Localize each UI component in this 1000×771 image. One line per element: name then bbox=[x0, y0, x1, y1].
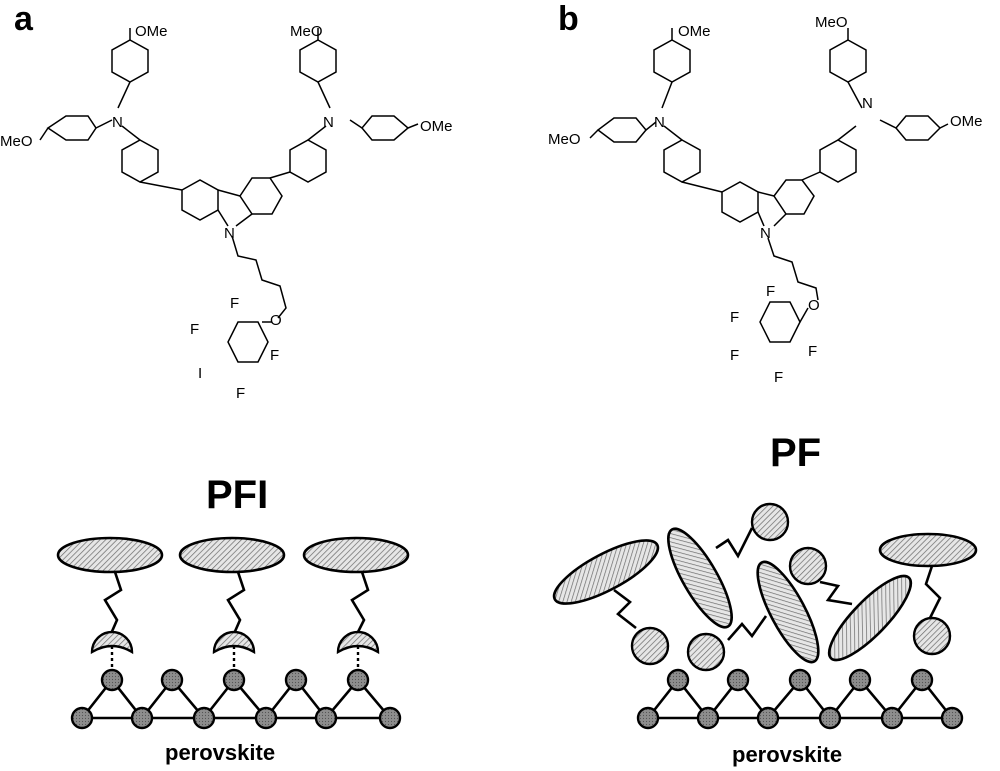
ring-substituent-5: I bbox=[198, 365, 202, 382]
methoxy-left: MeO bbox=[0, 133, 33, 150]
ring-f-4-b: F bbox=[730, 347, 739, 364]
fluorinated-head-1 bbox=[630, 626, 670, 666]
amine-n-left: N bbox=[112, 114, 123, 131]
molecule-name-b: PF bbox=[770, 431, 821, 475]
core-tilted-1 bbox=[552, 539, 660, 605]
hole-transport-core-1 bbox=[56, 536, 164, 574]
perovskite-lattice-a bbox=[70, 668, 402, 730]
hole-transport-core-2 bbox=[178, 536, 286, 574]
fluorinated-head-5 bbox=[912, 616, 952, 656]
linker-b5 bbox=[924, 565, 942, 619]
disordered-layer bbox=[552, 502, 978, 672]
methoxy-top-left-b: OMe bbox=[678, 23, 711, 40]
ether-o: O bbox=[270, 312, 282, 329]
ring-substituent-1: F bbox=[230, 295, 239, 312]
core-tilted-2 bbox=[667, 527, 733, 629]
carbazole-n: N bbox=[224, 225, 235, 242]
linker-b4 bbox=[819, 580, 853, 606]
perovskite-lattice-b bbox=[636, 668, 964, 730]
structure-pf bbox=[589, 28, 949, 343]
methoxy-top-right-b: MeO bbox=[815, 14, 848, 31]
methoxy-left-b: MeO bbox=[548, 131, 581, 148]
fluorinated-head-4 bbox=[788, 546, 828, 586]
core-flat bbox=[878, 532, 978, 568]
fluorinated-head-2 bbox=[686, 632, 726, 672]
core-tilted-3 bbox=[756, 560, 820, 664]
structure-pfi bbox=[39, 28, 419, 363]
ring-substituent-3: F bbox=[270, 347, 279, 364]
linker-1 bbox=[103, 571, 123, 637]
hole-transport-core-3 bbox=[302, 536, 410, 574]
ring-f-1-b: F bbox=[766, 283, 775, 300]
ring-f-5-b: F bbox=[774, 369, 783, 386]
ring-substituent-4: F bbox=[236, 385, 245, 402]
substrate-label-a: perovskite bbox=[165, 740, 275, 765]
ordered-layer bbox=[56, 536, 410, 668]
panel-letter-a: a bbox=[14, 0, 34, 38]
ring-f-3-b: F bbox=[808, 343, 817, 360]
ring-substituent-2: F bbox=[190, 321, 199, 338]
ring-f-2-b: F bbox=[730, 309, 739, 326]
panel-b: b bbox=[548, 0, 983, 767]
molecule-name-a: PFI bbox=[206, 473, 268, 517]
amine-n-right-b: N bbox=[862, 95, 873, 112]
linker-3 bbox=[350, 571, 370, 637]
amine-n-left-b: N bbox=[654, 114, 665, 131]
panel-letter-b: b bbox=[558, 0, 579, 38]
carbazole-n-b: N bbox=[760, 225, 771, 242]
amine-n-right: N bbox=[323, 114, 334, 131]
ether-o-b: O bbox=[808, 297, 820, 314]
substrate-label-b: perovskite bbox=[732, 742, 842, 767]
methoxy-right: OMe bbox=[420, 118, 453, 135]
fluorinated-head-3 bbox=[750, 502, 790, 542]
methoxy-top-left: OMe bbox=[135, 23, 168, 40]
linker-2 bbox=[226, 571, 246, 637]
methoxy-top-right: MeO bbox=[290, 23, 323, 40]
core-tilted-4 bbox=[827, 574, 913, 662]
linker-b1 bbox=[613, 588, 637, 630]
linker-b2 bbox=[715, 527, 754, 559]
linker-b3 bbox=[727, 615, 768, 641]
panel-a: a bbox=[0, 0, 453, 765]
methoxy-right-b: OMe bbox=[950, 113, 983, 130]
